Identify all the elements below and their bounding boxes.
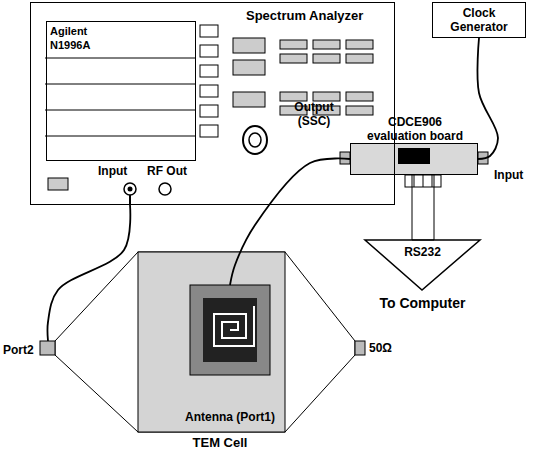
port-connector [355, 341, 365, 355]
antenna-label: Antenna (Port1) [165, 410, 295, 424]
instrument-title: Spectrum Analyzer [246, 9, 363, 23]
terminator-label: 50Ω [369, 341, 392, 355]
generator-box: Clock Generator [432, 2, 526, 38]
destination-label: To Computer [365, 296, 480, 310]
port-label: Port2 [3, 343, 34, 357]
antenna-core [203, 298, 257, 362]
port-connector [40, 341, 55, 355]
rf-out-connector [159, 183, 171, 195]
tem-cell-taper [55, 252, 355, 432]
antenna-board [190, 285, 270, 375]
generator-label: Clock Generator [436, 6, 522, 34]
rs232-header [405, 175, 441, 187]
port-label: Input [98, 164, 127, 178]
cable [230, 158, 350, 285]
antenna: Antenna (Port1) [190, 285, 270, 375]
board-fill [350, 143, 478, 175]
circuit-board: CDCE906 evaluation board [350, 143, 478, 175]
tem-cell-body [138, 252, 285, 432]
board-label: CDCE906 evaluation board [360, 115, 470, 143]
chip [398, 148, 430, 164]
model-label: Agilent N1996A [50, 24, 110, 52]
port-label: RS232 [365, 245, 480, 259]
rs232-arrow: RS232 [365, 240, 480, 290]
tem-cell: Antenna (Port1)TEM Cell [40, 252, 365, 432]
spiral-antenna [214, 306, 254, 346]
rs232-arrow [365, 240, 480, 290]
cable [477, 38, 498, 159]
display-screen: Agilent N1996A [46, 21, 196, 161]
cell-label: TEM Cell [180, 436, 260, 450]
port-label: Input [494, 168, 523, 182]
port-label: RF Out [147, 164, 187, 178]
input-connector [124, 183, 136, 205]
cable [412, 175, 434, 240]
rotary-knob [243, 126, 267, 154]
panel-key [48, 178, 68, 190]
port-label: Output (SSC) [288, 100, 340, 128]
instrument-box: Agilent N1996A Spectrum Analyzer [30, 2, 395, 205]
soft-keys [200, 25, 218, 137]
cable [48, 205, 131, 341]
screen-lines [45, 58, 195, 136]
